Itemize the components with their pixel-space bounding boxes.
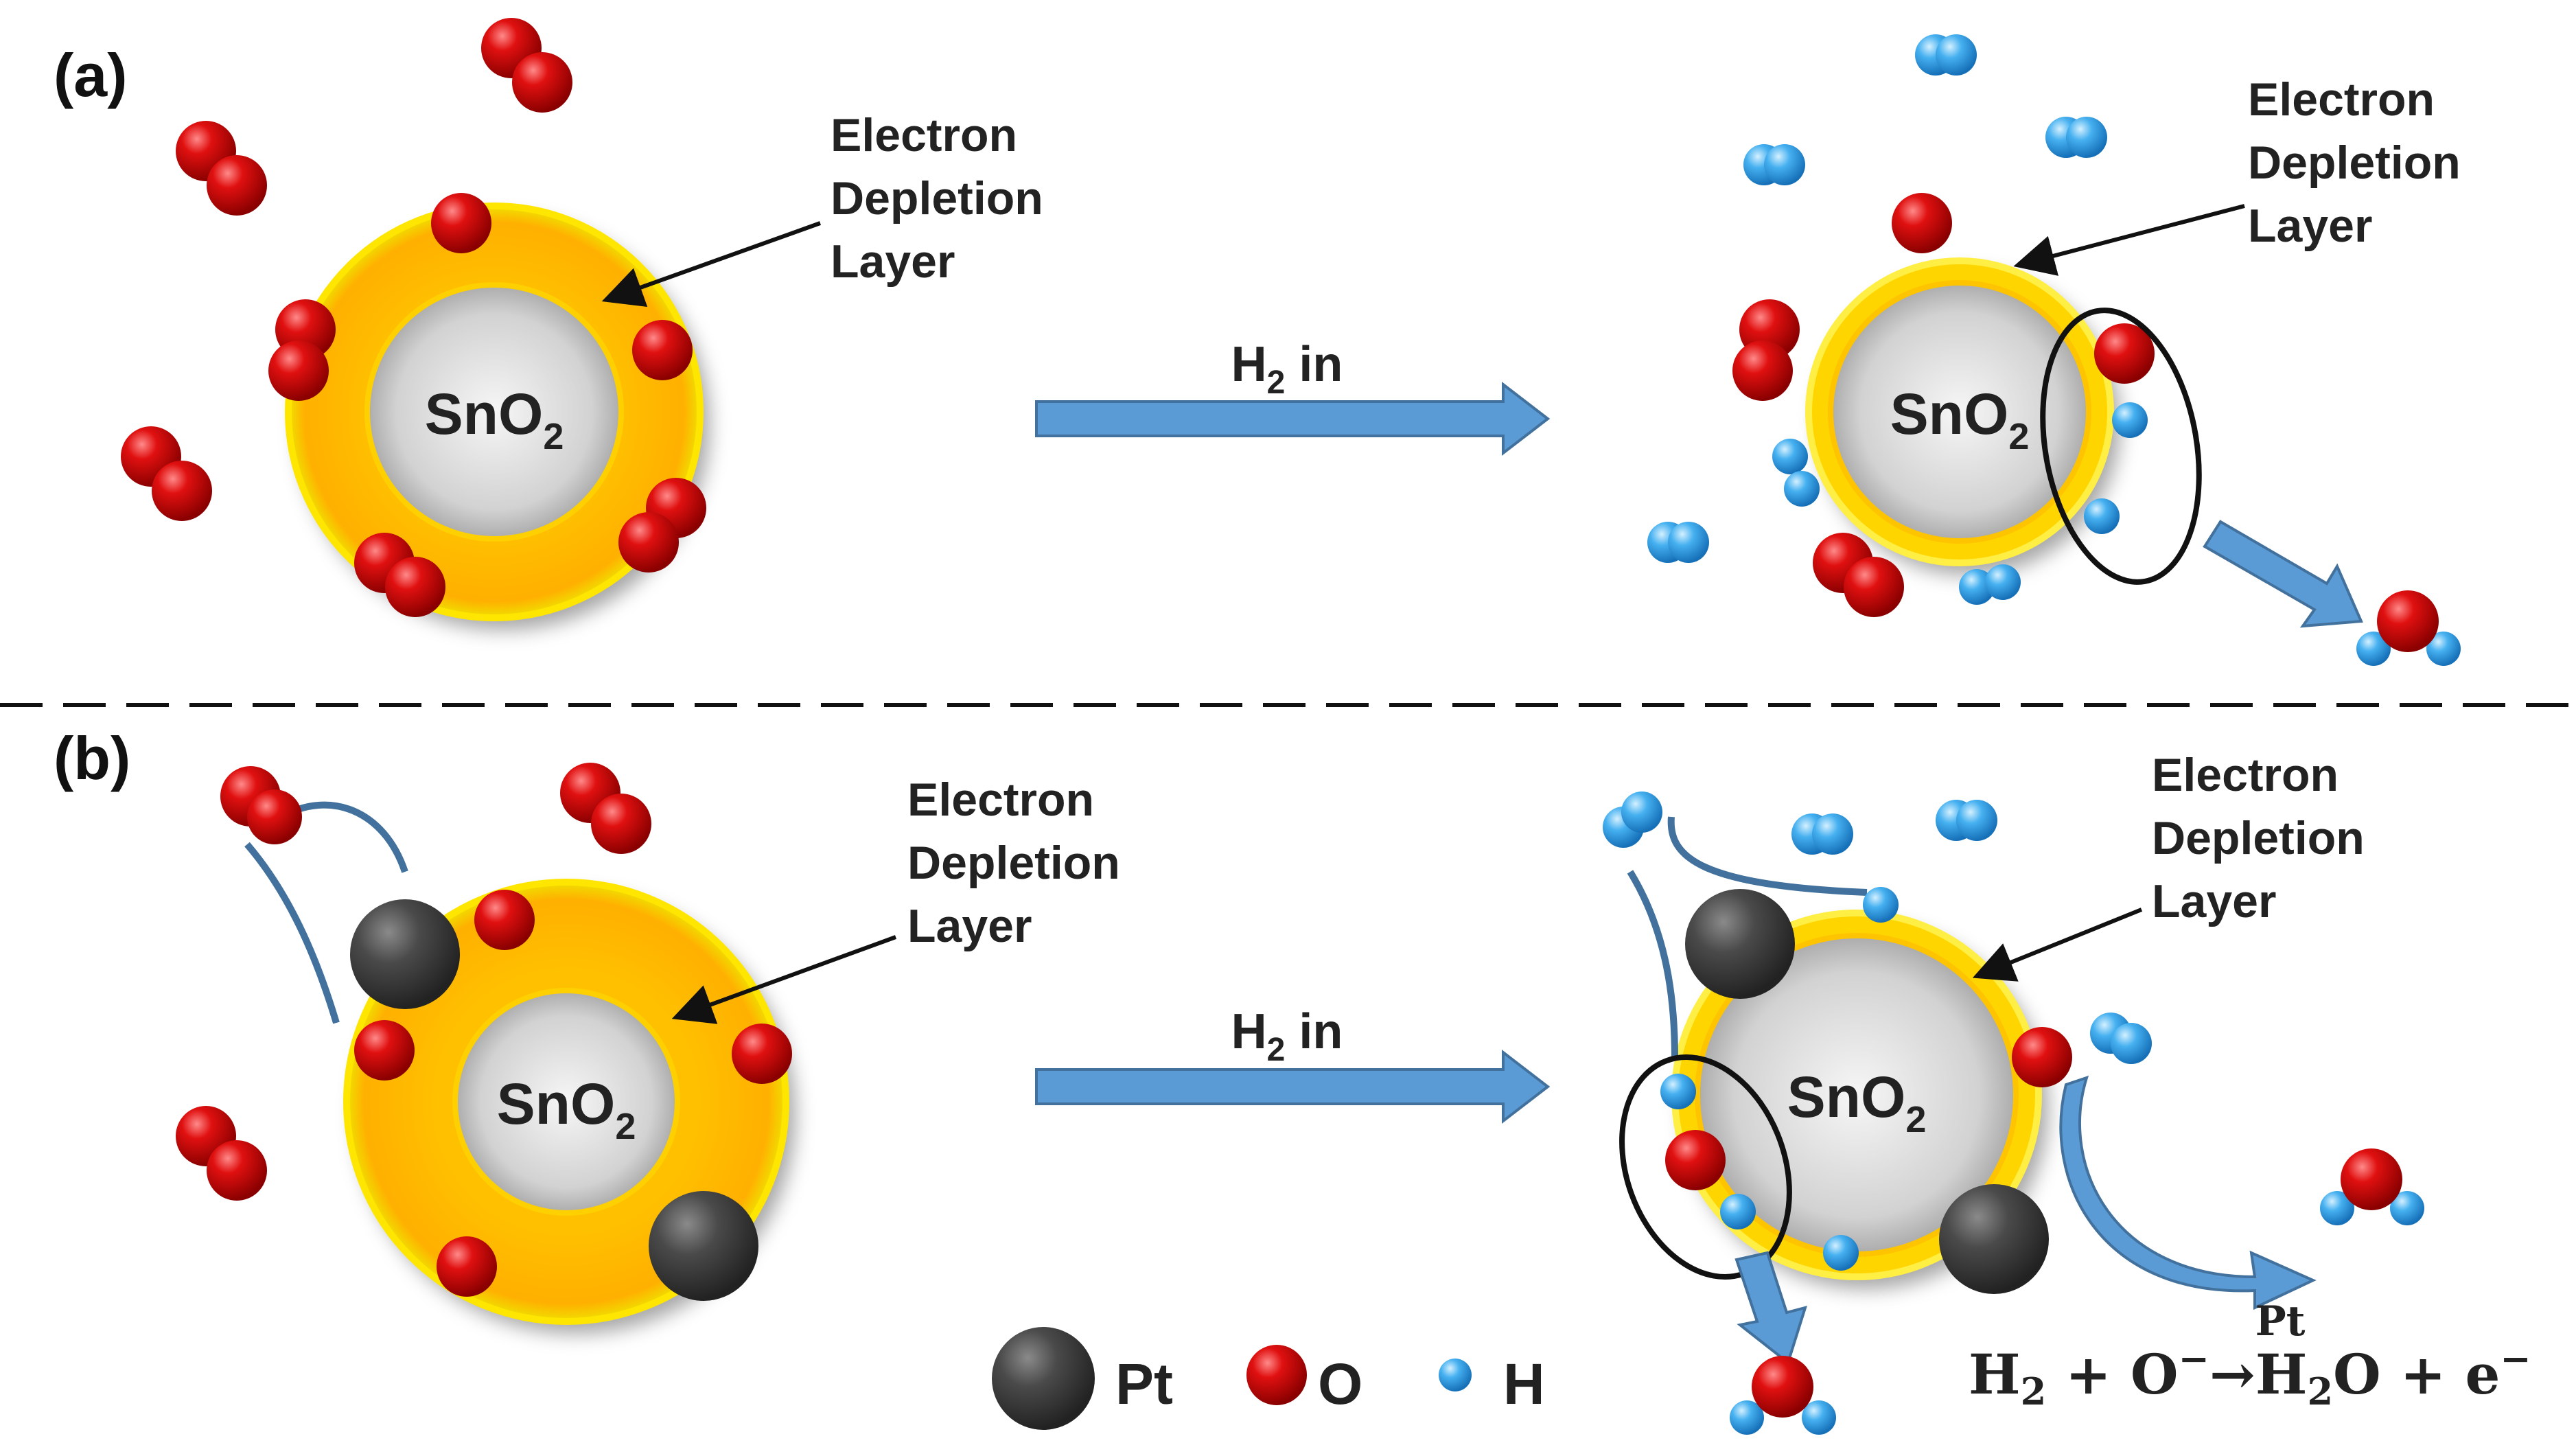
- depletion-layer-edge: [285, 203, 704, 621]
- h2-in-arrow-a: H2 in: [1035, 337, 1551, 457]
- svg-text:H2 + O−→H2O + e−: H2 + O−→H2O + e−: [1969, 1337, 2531, 1413]
- svg-text:Electron Depletion: Electron Depletion Layer: [2248, 73, 2474, 252]
- depletion-layer-callout-a-right: Electron Depletion Layer: [2013, 73, 2474, 276]
- water-release-arrow-b-right: [2059, 1075, 2317, 1310]
- molecules-b-right: [1603, 791, 2152, 1294]
- core-label: SnO2: [1787, 1065, 1927, 1140]
- water-molecule-b-bottom: [1730, 1356, 1836, 1435]
- legend-h-swatch: [1439, 1359, 1472, 1391]
- water-release-arrow-b-down: [1734, 1251, 1807, 1365]
- sno2-core: [452, 988, 680, 1216]
- svg-text:H2 in: H2 in: [1231, 1004, 1343, 1068]
- legend-pt-swatch: [992, 1327, 1095, 1430]
- core-label: SnO2: [1890, 382, 2030, 457]
- depletion-layer-callout-b-right: Electron Depletion Layer: [1972, 749, 2378, 982]
- reaction-equation: Pt H2 + O−→H2O + e−: [1969, 1297, 2531, 1413]
- particle-a-before: SnO2: [285, 203, 704, 621]
- sno2-core: [1828, 280, 2091, 544]
- core-label: SnO2: [425, 382, 564, 457]
- oxygen-molecules-a-left: [121, 18, 706, 617]
- water-release-arrow-a: [2203, 520, 2363, 628]
- h2-in-label: H2 in: [1231, 337, 1343, 401]
- panel-label-b: (b): [54, 724, 130, 792]
- pt-nanoparticle: [1939, 1184, 2049, 1294]
- callout-text: Electron Depletion Layer: [831, 109, 1056, 288]
- h2-in-arrow-b: H2 in: [1035, 1004, 1551, 1124]
- legend: Pt O H: [992, 1327, 1545, 1430]
- legend-o-swatch: [1246, 1345, 1307, 1405]
- particle-b-after: SnO2: [1671, 910, 2042, 1280]
- legend-h-label: H: [1503, 1352, 1545, 1416]
- water-molecule-a: [2356, 590, 2461, 666]
- catalyst-spillover-arrows-b-right: [1627, 816, 1868, 1058]
- pt-nanoparticle: [649, 1191, 758, 1301]
- svg-text:Electron Depletion: Electron Depletion Layer: [907, 774, 1133, 952]
- catalyst-label: Pt: [2255, 1297, 2306, 1345]
- legend-o-label: O: [1318, 1352, 1362, 1416]
- sno2-core: [364, 282, 624, 542]
- water-molecule-b-right: [2320, 1148, 2424, 1225]
- legend-pt-label: Pt: [1115, 1352, 1173, 1416]
- pt-nanoparticle: [350, 899, 460, 1009]
- core-label: SnO2: [497, 1072, 636, 1147]
- depletion-layer-callout-a-left: Electron Depletion Layer: [601, 109, 1056, 308]
- callout-arrow: [601, 221, 822, 308]
- particle-a-after: SnO2: [1805, 257, 2114, 566]
- molecules-a-right: [1647, 34, 2155, 617]
- panel-label-a: (a): [54, 41, 128, 109]
- molecules-b-left: [176, 763, 792, 1301]
- reaction-site-highlight: [2040, 308, 2202, 585]
- svg-text:Electron Depletion: Electron Depletion Layer: [2152, 749, 2378, 927]
- pt-nanoparticle: [1685, 889, 1795, 999]
- depletion-layer-callout-b-left: Electron Depletion Layer: [671, 774, 1133, 1024]
